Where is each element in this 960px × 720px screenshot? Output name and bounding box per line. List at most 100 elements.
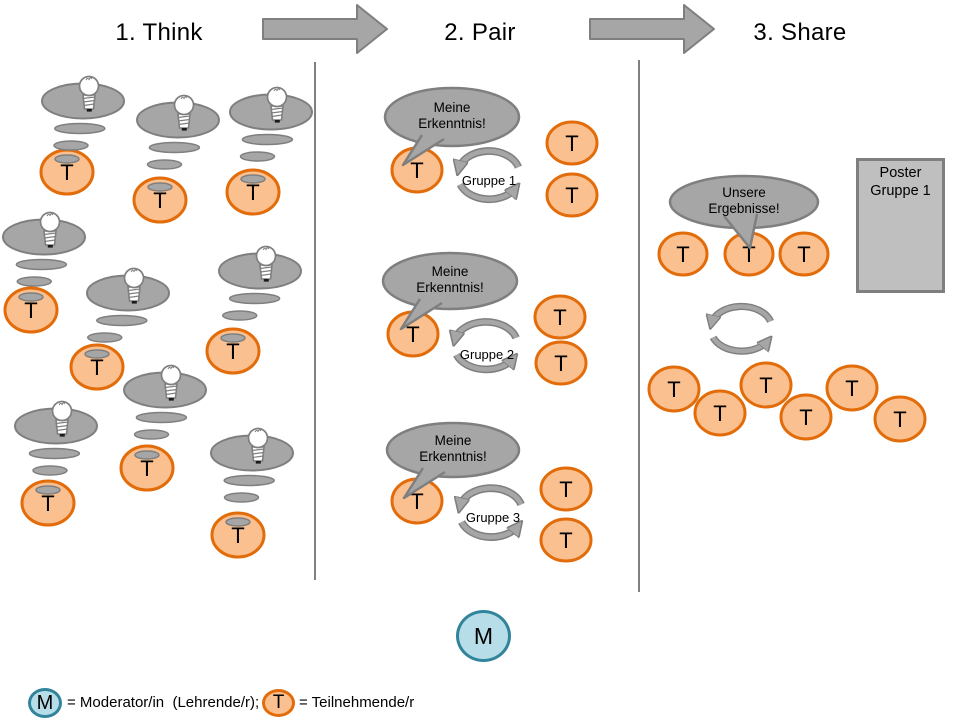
participant-label: T — [246, 180, 259, 205]
thought-trail-dot — [240, 174, 266, 184]
thought-trail-dot — [18, 292, 44, 302]
participant-circle: T — [69, 343, 125, 391]
participant-circle: T — [693, 389, 747, 437]
thought-trail-dot — [241, 133, 294, 146]
legend-moderator-symbol: M — [36, 691, 54, 714]
participant-label: T — [231, 523, 244, 548]
speech-bubble — [385, 421, 521, 500]
section-divider — [314, 62, 316, 580]
participant-circle: T — [539, 466, 593, 512]
participant-circle: T — [739, 361, 793, 409]
cycle-arrows-icon — [459, 147, 522, 204]
participant-circle: T — [119, 444, 175, 492]
thought-trail-dot — [228, 292, 281, 305]
legend-moderator-text: = Moderator/in (Lehrende/r); — [67, 694, 260, 711]
participant-label: T — [410, 158, 423, 183]
lightbulb-icon — [160, 364, 182, 401]
participant-label: T — [559, 528, 572, 553]
thought-trail-dot — [87, 332, 123, 343]
speech-bubble-text: Meine Erkenntnis! — [419, 433, 487, 464]
participant-circle: T — [534, 340, 588, 386]
thought-trail-dot — [148, 141, 201, 154]
thought-trail-dot — [222, 310, 258, 321]
lightbulb-icon — [123, 267, 145, 304]
participant-label: T — [742, 242, 755, 267]
think-unit: T — [39, 75, 125, 196]
step-arrow-icon — [589, 4, 715, 54]
lightbulb-icon — [266, 86, 288, 123]
legend-participant-text: = Teilnehmende/r — [299, 694, 415, 711]
think-unit: T — [119, 364, 207, 492]
participant-circle: T — [647, 365, 701, 413]
legend-participant-symbol: T — [272, 692, 285, 713]
participant-label: T — [60, 160, 73, 185]
thought-trail-dot — [96, 314, 148, 327]
section-divider — [638, 60, 640, 592]
think-unit: T — [2, 211, 86, 334]
speech-bubble — [383, 86, 521, 167]
thought-trail-dot — [146, 159, 183, 170]
lightbulb-icon — [51, 400, 73, 437]
participant-label: T — [226, 339, 239, 364]
thought-trail-dot — [135, 411, 188, 424]
think-unit: T — [14, 400, 98, 527]
participant-circle: T — [779, 393, 833, 441]
group-label: Gruppe 3 — [466, 510, 520, 525]
participant-label: T — [845, 376, 858, 401]
participant-label: T — [140, 456, 153, 481]
legend-moderator-circle: M — [28, 688, 62, 718]
step-arrow-icon — [262, 4, 388, 54]
participant-circle: T — [20, 479, 76, 527]
thought-trail-dot — [35, 485, 61, 495]
moderator-label: M — [473, 622, 494, 649]
participant-label: T — [553, 305, 566, 330]
speech-bubble-text: Meine Erkenntnis! — [416, 264, 484, 295]
thought-trail-dot — [84, 349, 110, 359]
speech-bubble — [668, 174, 820, 250]
group-label: Gruppe 2 — [460, 347, 514, 362]
participant-circle: T — [539, 517, 593, 563]
thought-trail-dot — [225, 517, 251, 527]
thought-trail-dot — [239, 151, 276, 162]
lightbulb-icon — [173, 94, 195, 131]
participant-circle: T — [225, 168, 281, 216]
think-unit: T — [69, 267, 170, 391]
participant-circle: T — [533, 294, 587, 340]
thought-trail-dot — [134, 450, 160, 460]
speech-bubble — [381, 251, 519, 331]
participant-circle: T — [39, 148, 95, 196]
thought-trail-dot — [147, 182, 173, 192]
participant-label: T — [90, 355, 103, 380]
cycle-arrows-icon — [455, 318, 520, 374]
cycle-arrows-icon — [460, 484, 525, 541]
participant-label: T — [713, 401, 726, 426]
participant-circle: T — [545, 172, 599, 218]
participant-label: T — [410, 489, 423, 514]
group-label: Gruppe 1 — [462, 173, 516, 188]
participant-label: T — [565, 131, 578, 156]
participant-label: T — [554, 351, 567, 376]
thought-trail-dot — [53, 140, 89, 151]
speech-bubble-text: Meine Erkenntnis! — [418, 100, 486, 131]
participant-circle: T — [390, 477, 444, 525]
lightbulb-icon — [39, 211, 61, 248]
lightbulb-icon — [78, 75, 100, 112]
participant-circle: T — [205, 327, 261, 375]
participant-label: T — [676, 242, 689, 267]
participant-label: T — [893, 407, 906, 432]
participant-circle: T — [825, 364, 879, 412]
participant-label: T — [799, 405, 812, 430]
participant-circle: T — [210, 511, 266, 559]
participant-label: T — [565, 183, 578, 208]
participant-circle: T — [3, 286, 59, 334]
moderator-circle: M — [456, 610, 511, 662]
thought-trail-dot — [223, 492, 260, 503]
step-label-share: 3. Share — [753, 19, 847, 46]
participant-circle: T — [723, 231, 775, 277]
poster-gruppe-1: Poster Gruppe 1 — [856, 158, 945, 293]
participant-label: T — [559, 477, 572, 502]
participant-label: T — [759, 373, 772, 398]
lightbulb-icon — [247, 427, 269, 464]
